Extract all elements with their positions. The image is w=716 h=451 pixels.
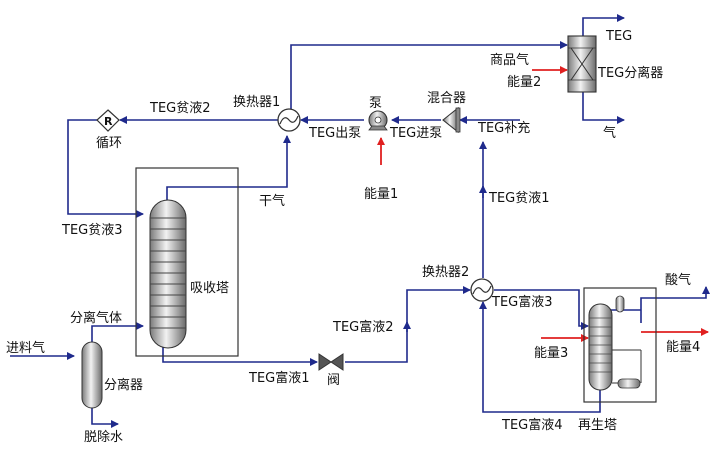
teg-separator-vessel <box>567 35 597 93</box>
absorber-column <box>149 199 187 349</box>
label-energy3: 能量3 <box>534 346 568 361</box>
pipe-water-out <box>91 406 119 428</box>
absorber-frame <box>135 167 239 357</box>
regenerator-frame <box>583 287 657 403</box>
pipe-dry-gas <box>166 135 291 202</box>
label-recycle: 循环 <box>96 136 122 151</box>
label-energy2: 能量2 <box>507 75 541 90</box>
separator-vessel <box>81 341 103 409</box>
label-energy1: 能量1 <box>364 187 398 202</box>
heat-exchanger-1 <box>277 108 301 132</box>
labels: 进料气 分离器 脱除水 分离气体 吸收塔 干气 TEG贫液3 循环 R TEG贫… <box>6 29 700 445</box>
label-lean1: TEG贫液1 <box>488 190 550 206</box>
label-valve: 阀 <box>327 373 340 388</box>
label-mixer: 混合器 <box>427 91 466 106</box>
pipe-rich4 <box>479 301 601 413</box>
label-teg-out: TEG <box>605 29 632 44</box>
heat-exchanger-2 <box>470 278 494 302</box>
label-separated-gas: 分离气体 <box>70 310 122 326</box>
label-pump-in: TEG进泵 <box>389 126 442 141</box>
label-hx2: 换热器2 <box>422 265 469 280</box>
pipe-acid-gas <box>640 286 710 323</box>
label-absorber: 吸收塔 <box>190 281 229 296</box>
label-energy4: 能量4 <box>666 340 700 355</box>
pipe-rich1 <box>162 346 318 366</box>
pipe-gas-bottom <box>582 92 625 124</box>
recycle-r-symbol: R <box>104 115 113 128</box>
label-acid-gas: 酸气 <box>665 272 691 288</box>
regenerator-column <box>588 295 642 391</box>
pipe-separated-gas <box>91 322 144 344</box>
label-lean3: TEG贫液3 <box>61 222 123 238</box>
label-lean2: TEG贫液2 <box>149 100 211 116</box>
label-gas-out: 气 <box>603 125 616 141</box>
label-pump: 泵 <box>369 96 382 111</box>
pipe-teg-top <box>582 14 625 36</box>
mixer <box>442 106 461 134</box>
pipe-to-teg-separator <box>290 41 568 113</box>
label-pump-out: TEG出泵 <box>308 126 361 141</box>
label-regenerator: 再生塔 <box>578 418 617 433</box>
label-rich2: TEG富液2 <box>332 319 394 335</box>
label-feed-gas: 进料气 <box>6 340 45 356</box>
label-makeup: TEG补充 <box>477 120 530 136</box>
pipes <box>10 14 710 428</box>
recycle-block <box>96 109 120 132</box>
label-teg-separator: TEG分离器 <box>597 65 663 81</box>
label-rich1: TEG富液1 <box>248 370 310 386</box>
energy-streams <box>377 66 709 342</box>
label-product-gas: 商品气 <box>490 52 529 68</box>
pump <box>368 110 388 131</box>
label-rich3: TEG富液3 <box>491 294 553 310</box>
label-water-out: 脱除水 <box>84 430 123 445</box>
label-dry-gas: 干气 <box>259 193 285 209</box>
valve <box>318 353 344 371</box>
pipe-lean3 <box>67 119 144 218</box>
label-hx1: 换热器1 <box>233 95 280 110</box>
label-separator: 分离器 <box>104 377 143 393</box>
label-rich4: TEG富液4 <box>501 417 563 433</box>
